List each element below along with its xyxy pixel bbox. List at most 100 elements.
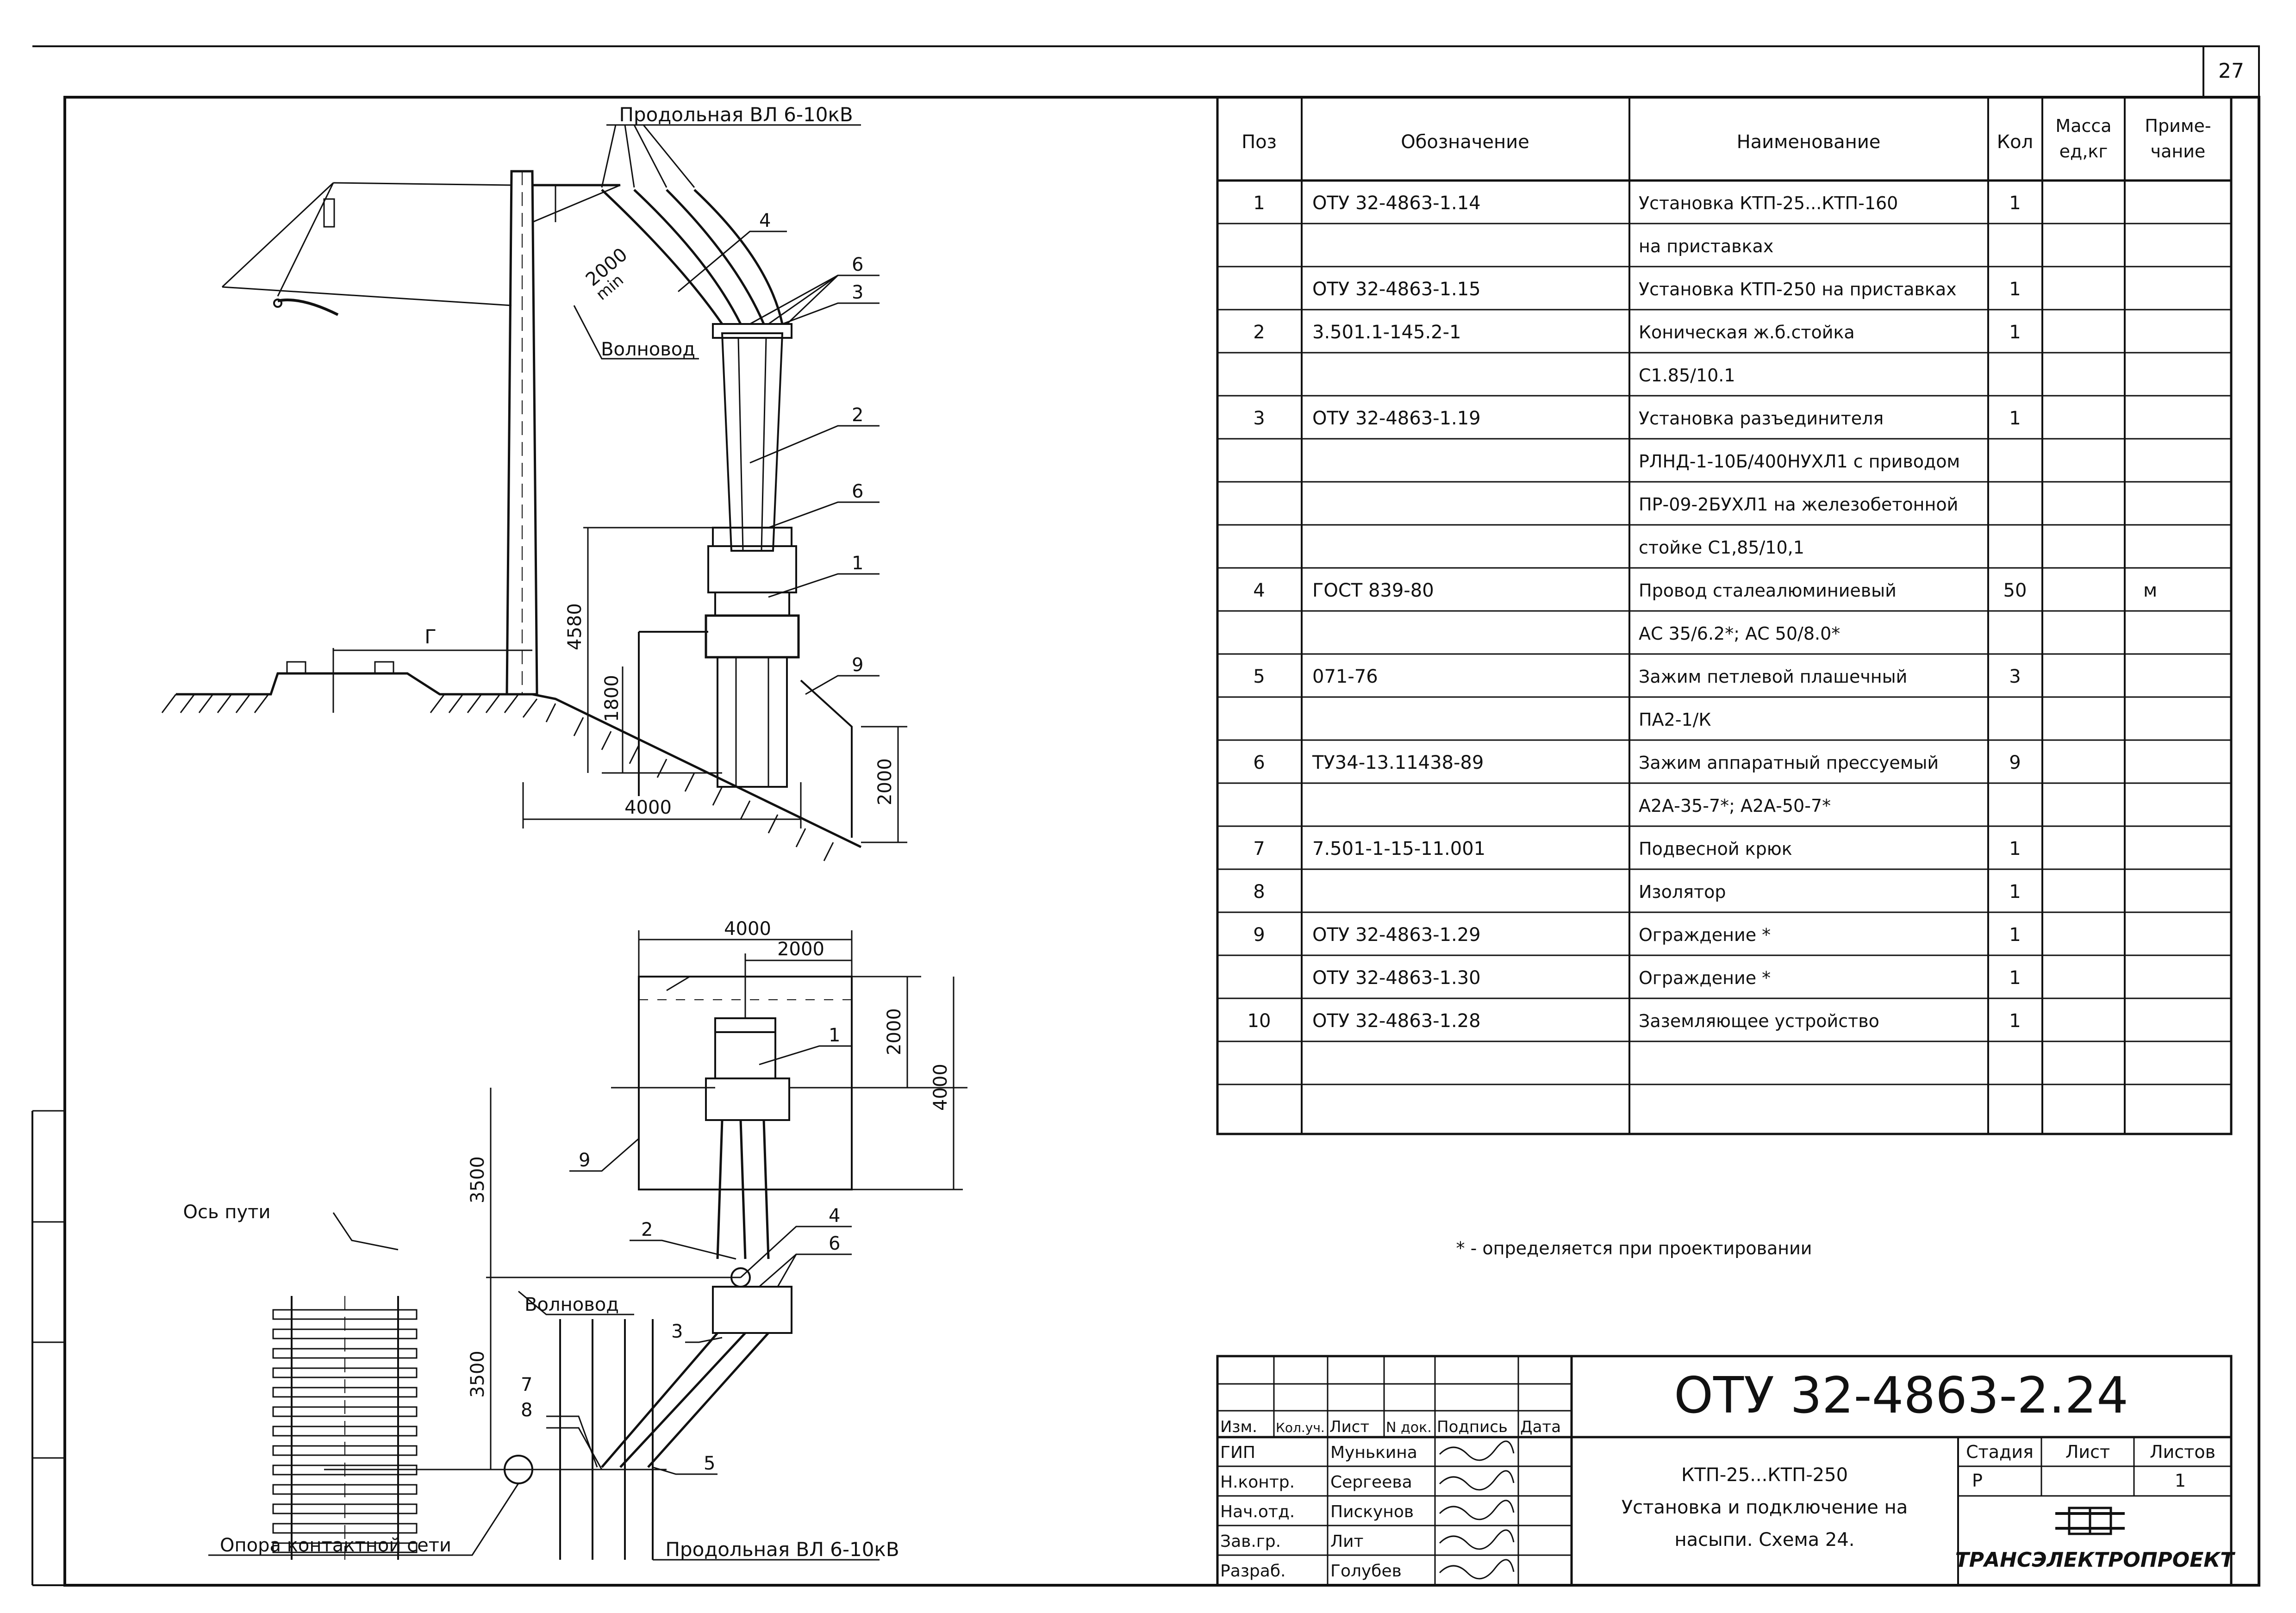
signature: [1439, 1470, 1515, 1491]
th-izm: Изм.: [1220, 1418, 1257, 1436]
cell-naim: ПА2-1/К: [1639, 710, 1711, 730]
callout-6-upper: 6: [852, 254, 863, 275]
cell-naim: Заземляющее устройство: [1639, 1011, 1879, 1031]
cell-kol: 1: [2009, 322, 2021, 343]
signature: [1439, 1559, 1515, 1580]
header-oboz: Обозначение: [1401, 131, 1529, 153]
cell-naim: Установка КТП-25...КТП-160: [1639, 193, 1898, 213]
sheets-header: Листов: [2150, 1442, 2215, 1462]
stage-header: Стадия: [1966, 1442, 2034, 1462]
table-row: АС 35/6.2*; АС 50/8.0*: [1639, 623, 1840, 644]
label-opora: Опора контактной сети: [220, 1535, 451, 1556]
callout-6-plan: 6: [829, 1233, 840, 1254]
callout-3-plan: 3: [671, 1321, 683, 1342]
cell-naim: С1.85/10.1: [1639, 365, 1735, 386]
sleeper: [272, 1367, 418, 1378]
sleeper: [272, 1464, 418, 1476]
table-row: на приставках: [1639, 236, 1773, 256]
staff-row: ГИП Мунькина: [1220, 1440, 1515, 1462]
label-volnovod-top: Волновод: [601, 339, 695, 360]
dim-1800: 1800: [601, 675, 623, 722]
label-volnovod-bottom: Волновод: [524, 1294, 619, 1315]
cell-oboz: 3.501.1-145.2-1: [1312, 322, 1461, 343]
signature: [1439, 1529, 1515, 1550]
sleeper: [272, 1542, 418, 1553]
staff-row: Зав.гр. Лит: [1220, 1529, 1515, 1551]
plan-callouts: [208, 1045, 880, 1561]
cell-naim: Зажим петлевой плашечный: [1639, 666, 1907, 687]
drawing-frame: [63, 96, 2260, 1587]
label-vl-bottom: Продольная ВЛ 6-10кВ: [665, 1538, 899, 1561]
cell-naim: А2А-35-7*; А2А-50-7*: [1639, 796, 1831, 816]
dim-3500-b: 3500: [467, 1351, 488, 1398]
cell-naim: ПР-09-2БУХЛ1 на железобетонной: [1639, 494, 1958, 515]
table-row: ПР-09-2БУХЛ1 на железобетонной: [1639, 494, 1958, 515]
sleeper: [272, 1426, 418, 1437]
title-block: ОТУ 32-4863-2.24 Изм. Кол.уч. Лист N док…: [1216, 1355, 2235, 1587]
sheets-value: 1: [2175, 1470, 2186, 1491]
staff-role: Зав.гр.: [1220, 1532, 1281, 1551]
staff-row: Нач.отд.Пискунов: [1220, 1500, 1515, 1521]
label-vl-top: Продольная ВЛ 6-10кВ: [619, 103, 853, 126]
cell-pos: 8: [1253, 881, 1265, 903]
callout-4-plan: 4: [829, 1205, 840, 1227]
sleeper: [272, 1503, 418, 1514]
sheet-header: Лист: [2065, 1442, 2110, 1462]
header-prim-2: чание: [2151, 141, 2206, 162]
staff-row: Разраб.Голубев: [1220, 1559, 1515, 1581]
th-ndok: N док.: [1386, 1420, 1432, 1436]
callout-1-plan: 1: [829, 1025, 840, 1046]
header-naim: Наименование: [1737, 131, 1881, 153]
table-row: РЛНД-1-10Б/400НУХЛ1 с приводом: [1639, 451, 1960, 472]
signature: [1439, 1440, 1515, 1461]
staff-row: Н.контр.Сергеева: [1220, 1470, 1515, 1492]
plan-dimensions: [486, 930, 963, 1470]
sleeper: [272, 1523, 418, 1534]
sleeper: [272, 1387, 418, 1398]
table-row: С1.85/10.1: [1639, 365, 1735, 386]
cell-pos: 1: [1253, 193, 1265, 214]
cell-naim: Коническая ж.б.стойка: [1639, 322, 1855, 343]
staff-role: Н.контр.: [1220, 1473, 1295, 1492]
staff-name: Лит: [1330, 1532, 1363, 1551]
sleeper: [272, 1328, 418, 1339]
elevation-callouts: [573, 124, 880, 695]
callout-4-upper: 4: [759, 210, 771, 231]
cell-naim: стойке С1,85/10,1: [1639, 537, 1804, 558]
cell-kol: 1: [2009, 1010, 2021, 1032]
footnote: * - определяется при проектировании: [1456, 1238, 1812, 1258]
staff-name: Мунькина: [1330, 1443, 1417, 1462]
cell-naim: Установка разъединителя: [1639, 408, 1884, 429]
callout-2-plan: 2: [641, 1219, 653, 1240]
cell-naim: Изолятор: [1639, 882, 1726, 902]
title-line-3: насыпи. Схема 24.: [1674, 1529, 1854, 1551]
callout-5: 5: [704, 1453, 715, 1474]
staff-role: ГИП: [1220, 1443, 1255, 1462]
dim-4000-plan: 4000: [724, 918, 771, 940]
dim-3500-a: 3500: [467, 1156, 488, 1203]
org-logo: [2055, 1507, 2125, 1535]
cell-naim: Установка КТП-250 на приставках: [1639, 279, 1957, 299]
sleeper: [272, 1445, 418, 1456]
sleeper: [272, 1309, 418, 1320]
header-kol: Кол: [1997, 131, 2033, 153]
table-row: ПА2-1/К: [1639, 710, 1711, 730]
callout-1-upper: 1: [852, 553, 863, 574]
signature: [1439, 1500, 1515, 1520]
callout-8: 8: [521, 1400, 532, 1421]
cell-naim: Подвесной крюк: [1639, 839, 1792, 859]
callout-7: 7: [521, 1374, 532, 1395]
sheet-number: 27: [2218, 59, 2244, 83]
cell-pos: 7: [1253, 838, 1265, 859]
cell-oboz: ГОСТ 839-80: [1312, 580, 1434, 601]
header-massa: Масса: [2055, 116, 2111, 136]
cell-kol: 1: [2009, 408, 2021, 429]
th-data: Дата: [1520, 1418, 1561, 1436]
cell-prim: м: [2143, 580, 2157, 601]
header-massa-unit: ед,кг: [2059, 141, 2108, 162]
callout-2-upper: 2: [852, 405, 863, 426]
sleeper: [272, 1348, 418, 1359]
